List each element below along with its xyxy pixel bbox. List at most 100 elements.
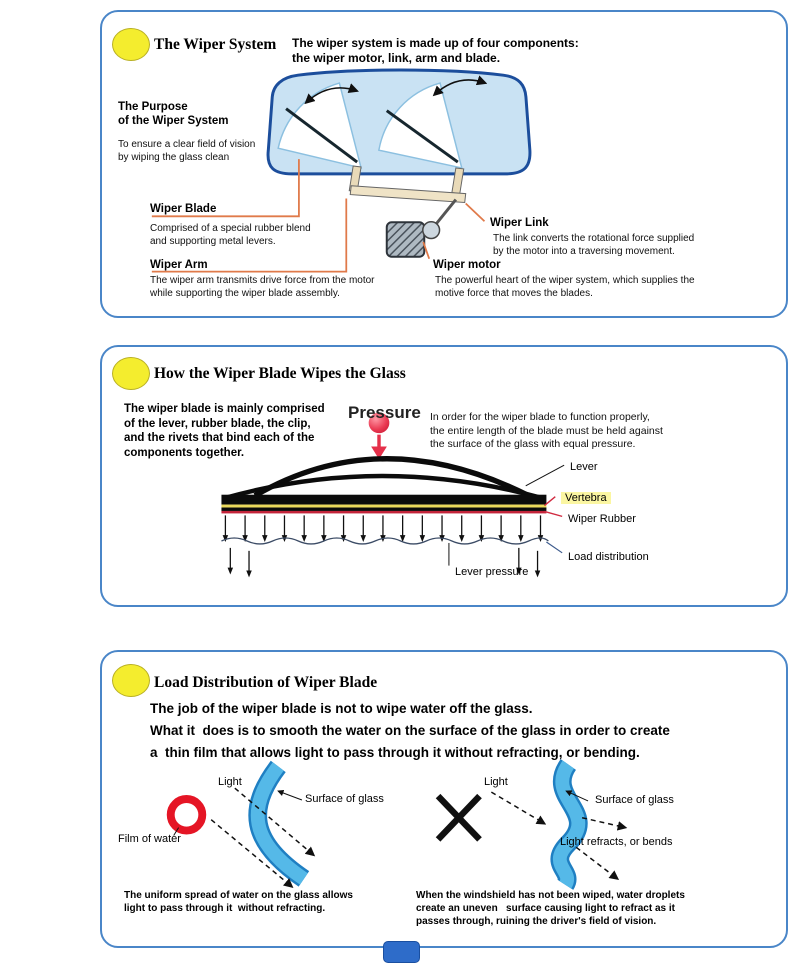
wiper-blade-cross-section-diagram xyxy=(221,412,565,579)
wiper-blade-label: Wiper Blade xyxy=(150,203,217,215)
purpose-heading: The Purpose of the Wiper System xyxy=(118,100,228,128)
lever-pointer-line xyxy=(525,464,565,487)
crank-arm xyxy=(430,198,457,232)
surface-pointer-arrow xyxy=(277,789,303,801)
pressure-arrowhead xyxy=(371,446,387,460)
light-refracts-label: Light refracts, or bends xyxy=(560,836,673,848)
panel1-title: The Wiper System xyxy=(154,36,277,53)
wiper-arm-desc: The wiper arm transmits drive force from… xyxy=(150,275,375,300)
rubber-strip xyxy=(221,510,547,514)
panel1-intro: The wiper system is made up of four comp… xyxy=(292,36,579,66)
refracted-light-ray-arrow xyxy=(575,846,620,881)
windshield-shape xyxy=(266,68,532,176)
bullet-ellipse-icon xyxy=(112,664,150,697)
text-line: of the lever, rubber blade, the clip, xyxy=(124,417,311,430)
text-line: by the motor into a traversing movement. xyxy=(493,245,675,257)
film-of-water-ring-icon xyxy=(166,795,207,835)
load-distribution-label: Load distribution xyxy=(568,551,649,563)
panel-load-distribution: Load Distribution of Wiper Blade The job… xyxy=(100,650,788,948)
main-lever-arc xyxy=(253,456,530,499)
refracted-light-ray-arrow xyxy=(581,817,628,831)
blade-lower-bar xyxy=(221,507,547,511)
text-line: light to pass through it without refract… xyxy=(124,903,326,914)
left-wiper-blade-shape xyxy=(285,107,359,164)
text-line: and the rivets that bind each of the xyxy=(124,432,315,444)
pressure-label: Pressure xyxy=(348,403,421,422)
vertebra-strip xyxy=(221,504,547,508)
purpose-text: To ensure a clear field of vision by wip… xyxy=(118,139,255,164)
crank-disc xyxy=(422,221,441,240)
page-bottom-marker xyxy=(383,941,420,963)
right-surface-label: Surface of glass xyxy=(595,794,674,806)
link-bar xyxy=(349,185,467,204)
text-line: The wiper arm transmits drive force from… xyxy=(150,275,375,286)
surface-pointer-arrow xyxy=(565,790,589,802)
load-distribution-wave xyxy=(221,537,549,545)
blade-bar xyxy=(221,494,547,505)
text-line: while supporting the wiper blade assembl… xyxy=(150,287,340,299)
wiper-motor-desc: The powerful heart of the wiper system, … xyxy=(435,275,695,300)
text-line: What it does is to smooth the water on t… xyxy=(150,723,670,738)
secondary-lever-arc xyxy=(221,473,546,501)
panel2-right-text: In order for the wiper blade to function… xyxy=(430,411,663,452)
glass-band xyxy=(250,762,308,885)
left-pivot-shaft xyxy=(348,165,362,193)
bullet-ellipse-icon xyxy=(112,357,150,390)
incoming-light-ray-arrow xyxy=(490,791,547,825)
light-ray-arrow xyxy=(210,819,294,888)
right-light-label: Light xyxy=(484,776,508,788)
text-line: a thin film that allows light to pass th… xyxy=(150,745,640,760)
text-line: of the Wiper System xyxy=(118,115,229,127)
left-surface-label: Surface of glass xyxy=(305,793,384,805)
lever-pressure-label: Lever pressure xyxy=(455,566,529,578)
text-line: by wiping the glass clean xyxy=(118,151,230,163)
bullet-ellipse-icon xyxy=(112,28,150,61)
uneven-glass-band-outline xyxy=(550,759,588,890)
x-mark-icon xyxy=(435,793,482,842)
text-line: The Purpose xyxy=(118,101,188,113)
uneven-glass-band xyxy=(552,760,586,889)
link-pointer-line xyxy=(465,202,486,222)
text-line: The uniform spread of water on the glass… xyxy=(124,890,353,901)
text-line: passes through, ruining the driver's fie… xyxy=(416,916,657,927)
wiper-blade-desc: Comprised of a special rubber blend and … xyxy=(150,223,311,248)
text-line: create an uneven surface causing light t… xyxy=(416,903,675,914)
text-line: To ensure a clear field of vision xyxy=(118,139,256,150)
panel3-title: Load Distribution of Wiper Blade xyxy=(154,674,378,691)
right-caption: When the windshield has not been wiped, … xyxy=(416,889,685,928)
text-line: The link converts the rotational force s… xyxy=(493,233,695,244)
film-of-water-label: Film of water xyxy=(118,833,181,845)
left-sweep-arrow-icon xyxy=(304,83,359,105)
panel2-title: How the Wiper Blade Wipes the Glass xyxy=(154,365,406,382)
rubber-pointer-line xyxy=(544,510,563,518)
text-line: The powerful heart of the wiper system, … xyxy=(435,275,695,286)
left-caption: The uniform spread of water on the glass… xyxy=(124,889,353,915)
light-ray-arrow xyxy=(234,787,316,857)
wiper-rubber-label: Wiper Rubber xyxy=(568,513,636,525)
panel-wiper-system: The Wiper System The wiper system is mad… xyxy=(100,10,788,318)
left-light-label: Light xyxy=(218,776,242,788)
right-wiper-blade-shape xyxy=(385,109,459,164)
right-pivot-shaft xyxy=(451,167,465,195)
lever-label: Lever xyxy=(570,461,598,473)
wiper-link-desc: The link converts the rotational force s… xyxy=(493,233,694,258)
load-pointer-line xyxy=(546,541,563,554)
text-line: motive force that moves the blades. xyxy=(435,287,593,299)
panel-blade-wipes-glass: How the Wiper Blade Wipes the Glass The … xyxy=(100,345,788,607)
text-line: the wiper motor, link, arm and blade. xyxy=(292,51,501,65)
wiper-arm-label: Wiper Arm xyxy=(150,259,208,271)
x-mark-icon xyxy=(435,793,482,842)
text-line: In order for the wiper blade to function… xyxy=(430,411,650,423)
vertebra-pointer-line xyxy=(544,496,556,507)
text-line: The wiper system is made up of four comp… xyxy=(292,36,579,50)
text-line: When the windshield has not been wiped, … xyxy=(416,890,685,901)
motor-pointer-line xyxy=(422,241,431,260)
text-line: the surface of the glass with equal pres… xyxy=(430,438,636,450)
text-line: the entire length of the blade must be h… xyxy=(430,424,663,437)
right-sweep-area xyxy=(378,82,463,169)
left-sweep-area xyxy=(277,82,363,169)
panel2-left-text: The wiper blade is mainly comprised of t… xyxy=(124,402,325,460)
text-line: components together. xyxy=(124,446,245,459)
glass-band-outline xyxy=(248,760,310,887)
